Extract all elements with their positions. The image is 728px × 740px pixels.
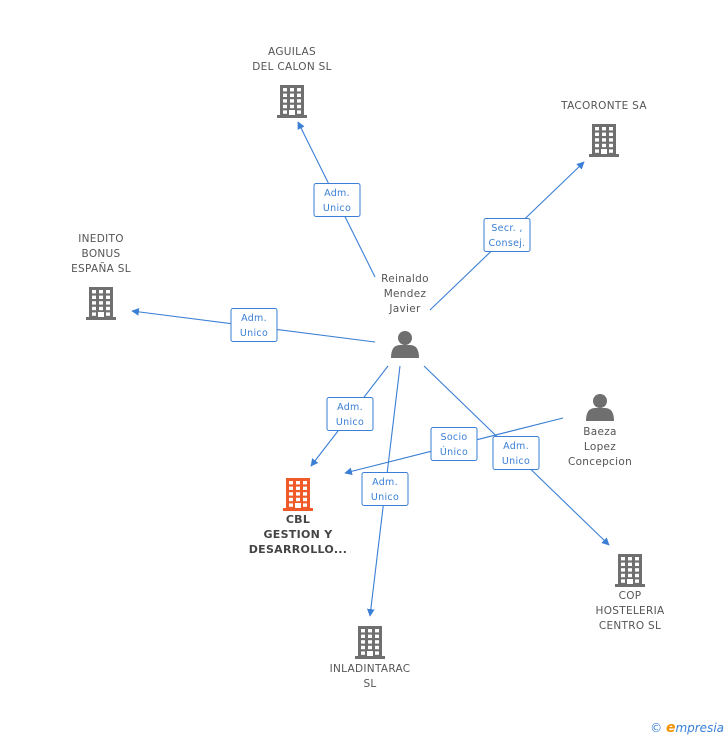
edge-label-line: Unico bbox=[240, 328, 268, 339]
person-icon[interactable] bbox=[391, 331, 419, 358]
brand-watermark: © empresia bbox=[650, 720, 724, 736]
edge-label-reinaldo-to-cbl[interactable]: Adm. Unico bbox=[326, 397, 374, 431]
node-inedito[interactable]: INEDITO BONUS ESPAÑA SL bbox=[71, 233, 131, 320]
node-label-line: INLADINTARAC bbox=[330, 663, 411, 675]
edge-label-reinaldo-to-inladintarac[interactable]: Adm. Unico bbox=[361, 472, 409, 506]
node-cbl[interactable]: CBL GESTION Y DESARROLLO... bbox=[249, 478, 348, 556]
copyright-symbol: © bbox=[650, 721, 663, 735]
node-aguilas[interactable]: AGUILAS DEL CALON SL bbox=[252, 46, 331, 118]
brand-initial: e bbox=[665, 720, 676, 736]
node-label-line: CBL bbox=[286, 513, 310, 526]
edge-label-line: Adm. bbox=[241, 313, 267, 324]
building-icon[interactable] bbox=[589, 124, 619, 157]
edge-label-box bbox=[313, 183, 361, 217]
node-label-line: Reinaldo bbox=[381, 273, 429, 285]
node-label-line: DEL CALON SL bbox=[252, 61, 331, 73]
node-label-line: Lopez bbox=[584, 441, 616, 453]
edge-label-box bbox=[430, 427, 478, 461]
building-icon[interactable] bbox=[615, 554, 645, 587]
node-label-line: ESPAÑA SL bbox=[71, 262, 131, 275]
node-label-line: COP bbox=[619, 590, 642, 602]
edge-label-reinaldo-to-inedito[interactable]: Adm. Unico bbox=[230, 308, 278, 342]
edge-label-box bbox=[492, 436, 540, 470]
node-label-line: CENTRO SL bbox=[599, 620, 661, 632]
edge-label-box bbox=[230, 308, 278, 342]
edge-label-box bbox=[483, 218, 531, 252]
edge-label-line: Consej. bbox=[488, 238, 525, 249]
edge-label-line: Adm. bbox=[503, 441, 529, 452]
building-icon[interactable] bbox=[355, 626, 385, 659]
edge-label-box bbox=[361, 472, 409, 506]
edge-label-line: Unico bbox=[502, 456, 530, 467]
node-label-line: AGUILAS bbox=[268, 46, 316, 58]
edge-label-reinaldo-to-tacoronte[interactable]: Secr. , Consej. bbox=[483, 218, 531, 252]
edge-label-reinaldo-to-cop[interactable]: Adm. Unico bbox=[492, 436, 540, 470]
edge-label-line: Unico bbox=[371, 492, 399, 503]
edge-label-line: Adm. bbox=[324, 188, 350, 199]
building-icon[interactable] bbox=[283, 478, 313, 511]
node-label-line: Mendez bbox=[384, 288, 427, 300]
node-label-line: Concepcion bbox=[568, 456, 632, 468]
edge-label-reinaldo-to-aguilas[interactable]: Adm. Unico bbox=[313, 183, 361, 217]
node-label-line: BONUS bbox=[82, 248, 121, 260]
node-cop[interactable]: COP HOSTELERIA CENTRO SL bbox=[596, 554, 665, 632]
person-icon[interactable] bbox=[586, 394, 614, 421]
node-tacoronte[interactable]: TACORONTE SA bbox=[560, 100, 647, 157]
node-label-line: SL bbox=[363, 678, 376, 690]
node-label-line: Javier bbox=[388, 303, 421, 315]
edge-label-line: Adm. bbox=[337, 402, 363, 413]
edge-label-line: Único bbox=[440, 446, 468, 458]
edge-label-line: Socio bbox=[440, 432, 467, 443]
building-icon[interactable] bbox=[277, 85, 307, 118]
node-label-line: GESTION Y bbox=[263, 528, 333, 541]
brand-name: mpresia bbox=[675, 721, 724, 735]
edge-label-line: Unico bbox=[323, 203, 351, 214]
edge-label-line: Adm. bbox=[372, 477, 398, 488]
edge-label-line: Secr. , bbox=[491, 223, 522, 234]
node-label-line: Baeza bbox=[583, 426, 617, 438]
node-label-line: TACORONTE SA bbox=[560, 100, 647, 112]
edges-layer bbox=[131, 121, 610, 617]
node-label-line: HOSTELERIA bbox=[596, 605, 665, 617]
node-inladintarac[interactable]: INLADINTARAC SL bbox=[330, 626, 411, 690]
building-icon[interactable] bbox=[86, 287, 116, 320]
node-label-line: DESARROLLO... bbox=[249, 543, 348, 556]
node-label-line: INEDITO bbox=[78, 233, 124, 245]
nodes-layer: ReinaldoMendezJavierBaezaLopezConcepcion… bbox=[71, 46, 665, 690]
edge-label-box bbox=[326, 397, 374, 431]
edge-label-line: Unico bbox=[336, 417, 364, 428]
